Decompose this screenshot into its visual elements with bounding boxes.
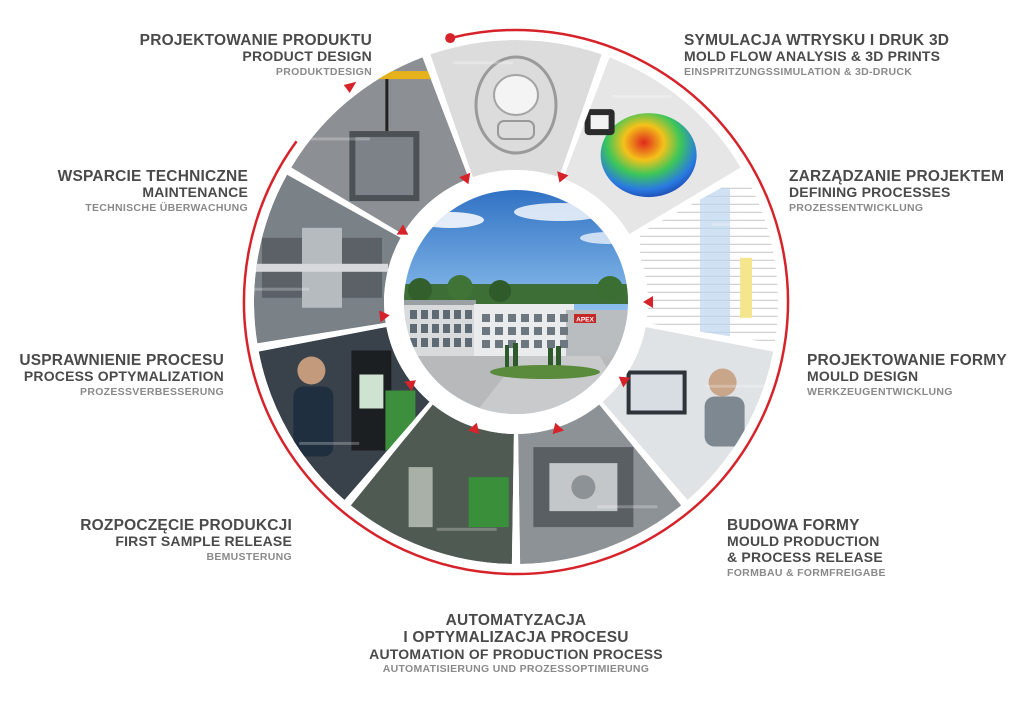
step-label-maintenance: WSPARCIE TECHNICZNE MAINTENANCE TECHNISC… [20, 168, 248, 215]
step-title-de: PROZESSENTWICKLUNG [789, 202, 924, 215]
step-title-en: PROCESS OPTYMALIZATION [23, 368, 224, 385]
step-label-mold-flow: SYMULACJA WTRYSKU I DRUK 3D MOLD FLOW AN… [684, 32, 984, 79]
step-title-en-line2: & PROCESS RELEASE [727, 549, 883, 566]
step-label-first-sample: ROZPOCZĘCIE PRODUKCJI FIRST SAMPLE RELEA… [40, 517, 292, 564]
step-title-pl: WSPARCIE TECHNICZNE [57, 168, 248, 185]
triangle-arrow-icon [618, 376, 631, 388]
step-label-mould-production: BUDOWA FORMY MOULD PRODUCTION & PROCESS … [727, 517, 987, 579]
step-title-en: AUTOMATION OF PRODUCTION PROCESS [369, 645, 663, 662]
step-label-project-management: ZARZĄDZANIE PROJEKTEM DEFINING PROCESSES… [789, 168, 1019, 215]
triangle-arrow-icon [459, 172, 471, 185]
apex-sign: APEX [576, 317, 594, 324]
step-title-en: FIRST SAMPLE RELEASE [115, 533, 292, 550]
step-label-automation: AUTOMATYZACJA I OPTYMALIZACJA PROCESU AU… [336, 612, 696, 676]
step-title-en: MOULD DESIGN [807, 368, 919, 385]
triangle-arrow-icon [552, 422, 565, 435]
step-title-pl: PROJEKTOWANIE FORMY [807, 352, 1007, 369]
cycle-start-dot [445, 33, 456, 44]
wheel-segment-machined-mould [518, 404, 682, 564]
step-title-en: DEFINING PROCESSES [789, 184, 951, 201]
building-windows [410, 310, 568, 348]
triangle-arrow-icon [557, 171, 569, 183]
step-title-en: MOLD FLOW ANALYSIS & 3D PRINTS [684, 48, 941, 65]
wheel-segment-injection-machine [254, 174, 401, 344]
step-title-pl: ROZPOCZĘCIE PRODUKCJI [80, 517, 292, 534]
step-title-pl: ZARZĄDZANIE PROJEKTEM [789, 168, 1005, 185]
step-title-en: PRODUCT DESIGN [242, 48, 372, 65]
wheel-segment-crane-mould [291, 57, 469, 235]
wheel-segment-spreadsheet [631, 174, 778, 344]
step-title-de: BEMUSTERUNG [206, 551, 292, 564]
triangle-arrow-icon [467, 422, 480, 435]
triangle-arrow-icon [379, 310, 390, 323]
step-title-pl: BUDOWA FORMY [727, 517, 860, 534]
triangle-arrow-icon [643, 296, 653, 308]
step-label-process-improvement: USPRAWNIENIE PROCESU PROCESS OPTYMALIZAT… [8, 352, 224, 399]
wheel-segment-product-design [430, 40, 602, 178]
step-title-pl: SYMULACJA WTRYSKU I DRUK 3D [684, 32, 950, 49]
step-title-pl: PROJEKTOWANIE PRODUKTU [139, 32, 372, 49]
step-title-de: AUTOMATISIERUNG UND PROZESSOPTIMIERUNG [382, 663, 650, 676]
step-title-en: MAINTENANCE [142, 184, 248, 201]
step-title-de: FORMBAU & FORMFREIGABE [727, 566, 886, 579]
step-title-en: MOULD PRODUCTION [727, 533, 880, 550]
center-factory-photo: APEX [404, 190, 628, 414]
step-title-pl-line2: I OPTYMALIZACJA PROCESU [403, 629, 629, 647]
step-title-de: EINSPRITZUNGSSIMULATION & 3D-DRUCK [684, 66, 913, 79]
cycle-arrow-icon [343, 81, 357, 93]
step-title-pl: USPRAWNIENIE PROCESU [19, 352, 224, 369]
step-title-de: PROZESSVERBESSERUNG [80, 386, 224, 399]
step-title-de: PRODUKTDESIGN [275, 66, 372, 79]
triangle-arrow-icon [396, 224, 409, 235]
wheel-segment-automation-cell [350, 404, 514, 564]
step-label-mould-design: PROJEKTOWANIE FORMY MOULD DESIGN WERKZEU… [807, 352, 1019, 399]
step-title-de: TECHNISCHE ÜBERWACHUNG [85, 202, 248, 215]
wheel-segment-designer-at-computer [602, 326, 774, 501]
step-label-product-design: PROJEKTOWANIE PRODUKTU PRODUCT DESIGN PR… [60, 32, 372, 79]
wheel-segment-mold-flow [563, 57, 741, 235]
triangle-arrow-icon [404, 380, 416, 392]
step-title-pl: AUTOMATYZACJA [445, 612, 587, 629]
step-title-de: WERKZEUGENTWICKLUNG [807, 386, 953, 399]
